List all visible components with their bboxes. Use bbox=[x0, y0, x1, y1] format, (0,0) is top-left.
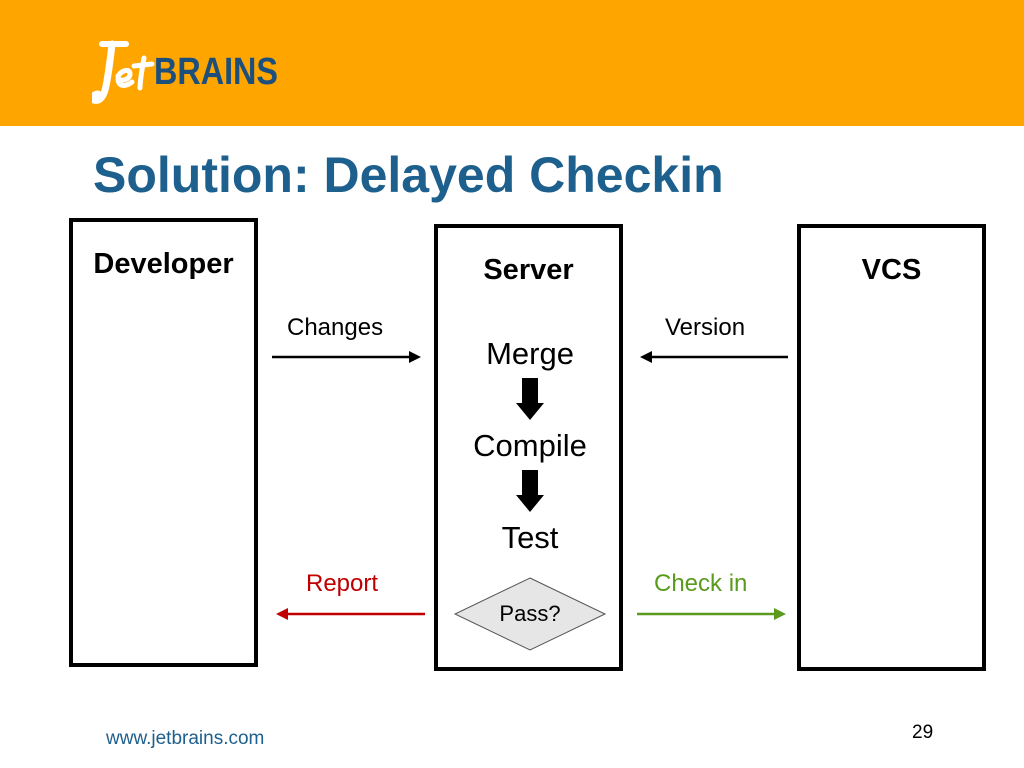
version-label: Version bbox=[665, 314, 746, 341]
pass-decision-label: Pass? bbox=[499, 601, 561, 626]
developer-label: Developer bbox=[93, 248, 234, 280]
step-compile: Compile bbox=[473, 428, 587, 463]
changes-arrow bbox=[272, 351, 421, 363]
changes-label: Changes bbox=[287, 314, 384, 341]
footer-url[interactable]: www.jetbrains.com bbox=[106, 728, 265, 749]
page-number: 29 bbox=[912, 722, 934, 743]
header-band: BRAINS bbox=[0, 0, 1024, 126]
compile-to-test-arrow bbox=[516, 470, 544, 512]
jetbrains-logo: BRAINS bbox=[92, 40, 278, 104]
vcs-label: VCS bbox=[861, 254, 922, 286]
report-arrow bbox=[276, 608, 425, 620]
step-test: Test bbox=[501, 520, 559, 555]
pass-decision-diamond bbox=[453, 577, 607, 651]
check-in-label: Check in bbox=[654, 570, 748, 597]
check-in-arrow bbox=[637, 608, 786, 620]
server-label: Server bbox=[483, 254, 574, 286]
slide-title: Solution: Delayed Checkin bbox=[93, 147, 724, 203]
version-arrow bbox=[640, 351, 788, 363]
svg-text:BRAINS: BRAINS bbox=[154, 51, 278, 93]
merge-to-compile-arrow bbox=[516, 378, 544, 420]
step-merge: Merge bbox=[486, 336, 574, 371]
vcs-box: VCS bbox=[797, 224, 986, 671]
developer-box: Developer bbox=[69, 218, 258, 667]
report-label: Report bbox=[306, 570, 379, 597]
